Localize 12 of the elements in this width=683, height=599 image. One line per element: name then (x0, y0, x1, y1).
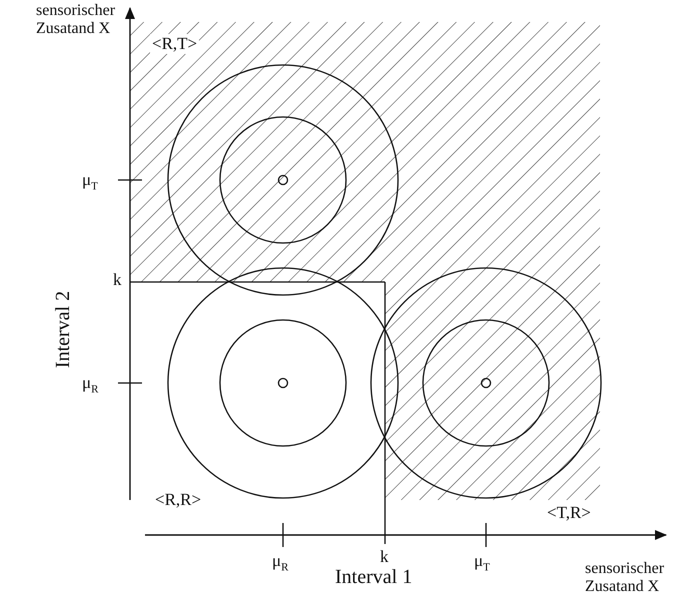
region-label: <R,R> (155, 490, 202, 510)
tick-label: μ$_{R}$ (82, 373, 98, 396)
axis-title: sensorischer Zusatand X (36, 2, 116, 39)
tick-label: k (380, 547, 388, 567)
axis-label: Interval 1 (335, 566, 412, 589)
tick-label: μ$_{T}$ (474, 551, 490, 574)
tick-label: μ$_{T}$ (82, 170, 98, 194)
tick-label: k (113, 270, 122, 290)
region-label: <R,T> (150, 34, 200, 54)
axis-title: sensorischer Zusatand X (585, 560, 666, 597)
axis-label: Interval 2 (52, 290, 76, 368)
tick-label: μ$_{R}$ (272, 551, 288, 574)
